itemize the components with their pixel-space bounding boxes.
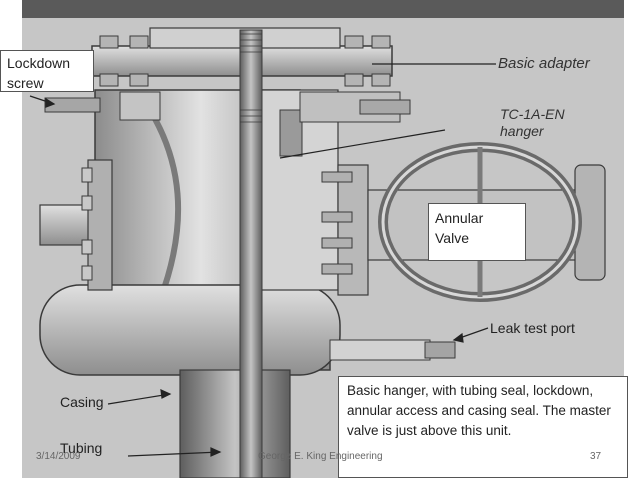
- hanger-section: [257, 89, 411, 291]
- leak-test-port-fitting: [329, 339, 456, 361]
- page-number: 37: [590, 451, 602, 462]
- casing-string: [179, 369, 291, 478]
- annular-valve-label: Annular Valve: [435, 210, 484, 246]
- left-side-outlet: [39, 159, 113, 291]
- basic-adapter-label: Basic adapter: [498, 55, 590, 72]
- tubing-string: [239, 29, 263, 478]
- lockdown-screw-label: Lockdown screw: [7, 55, 71, 91]
- lockdown-screw: [44, 91, 161, 121]
- photo-top-edge: [22, 0, 624, 18]
- description-box: Basic hanger, with tubing seal, lockdown…: [338, 376, 628, 478]
- lockdown-screw-callout-box: Lockdown screw: [0, 50, 94, 92]
- callout-arrows: [29, 63, 496, 457]
- footer-date: 3/14/2009: [36, 451, 81, 462]
- lower-flange: [39, 284, 341, 376]
- tubing-label: Tubing: [60, 440, 103, 456]
- annular-valve-callout-box: Annular Valve: [428, 203, 526, 261]
- description-text: Basic hanger, with tubing seal, lockdown…: [347, 383, 611, 438]
- hanger-model-label: TC-1A-EN: [500, 106, 565, 122]
- casing-label: Casing: [60, 394, 104, 410]
- hanger-label: hanger: [500, 123, 544, 139]
- leak-test-port-label: Leak test port: [490, 320, 575, 336]
- footer-author: George E. King Engineering: [258, 451, 383, 462]
